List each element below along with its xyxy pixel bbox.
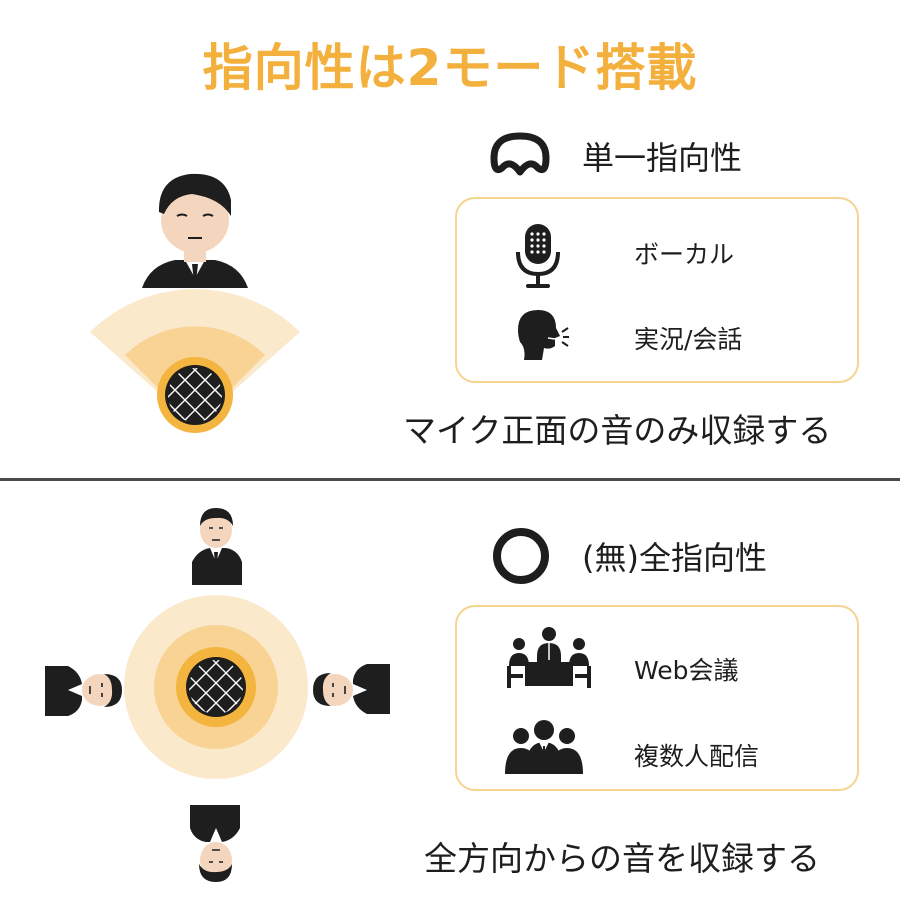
person-icon xyxy=(142,173,248,288)
meeting-icon xyxy=(503,626,595,690)
use-label-vocal: ボーカル xyxy=(634,240,735,269)
person-right-icon xyxy=(313,664,390,714)
microphone-icon xyxy=(510,222,566,292)
section-divider xyxy=(0,478,900,481)
unidirectional-use-box xyxy=(455,197,859,383)
unidirectional-mode-icon xyxy=(488,128,552,180)
use-label-multi-stream: 複数人配信 xyxy=(634,742,760,771)
speaking-person-icon xyxy=(512,306,570,362)
omnidirectional-illustration xyxy=(20,500,420,882)
use-label-web-meeting: Web会議 xyxy=(634,656,739,685)
unidirectional-mode-title: 単一指向性 xyxy=(582,139,743,177)
page-title: 指向性は2モード搭載 xyxy=(202,39,698,97)
unidirectional-illustration xyxy=(80,150,310,440)
group-icon xyxy=(505,720,583,774)
unidirectional-caption: マイク正面の音のみ収録する xyxy=(403,411,832,450)
person-bottom-icon xyxy=(190,805,240,882)
use-label-commentary: 実況/会話 xyxy=(634,325,743,354)
person-left-icon xyxy=(45,666,122,716)
microphone-grille-icon xyxy=(157,357,233,433)
microphone-grille-icon xyxy=(176,647,256,727)
omnidirectional-caption: 全方向からの音を収録する xyxy=(424,839,820,878)
omnidirectional-mode-icon xyxy=(492,527,550,585)
omnidirectional-use-box xyxy=(455,605,859,791)
omnidirectional-mode-title: (無)全指向性 xyxy=(582,539,767,577)
person-top-icon xyxy=(192,508,242,585)
